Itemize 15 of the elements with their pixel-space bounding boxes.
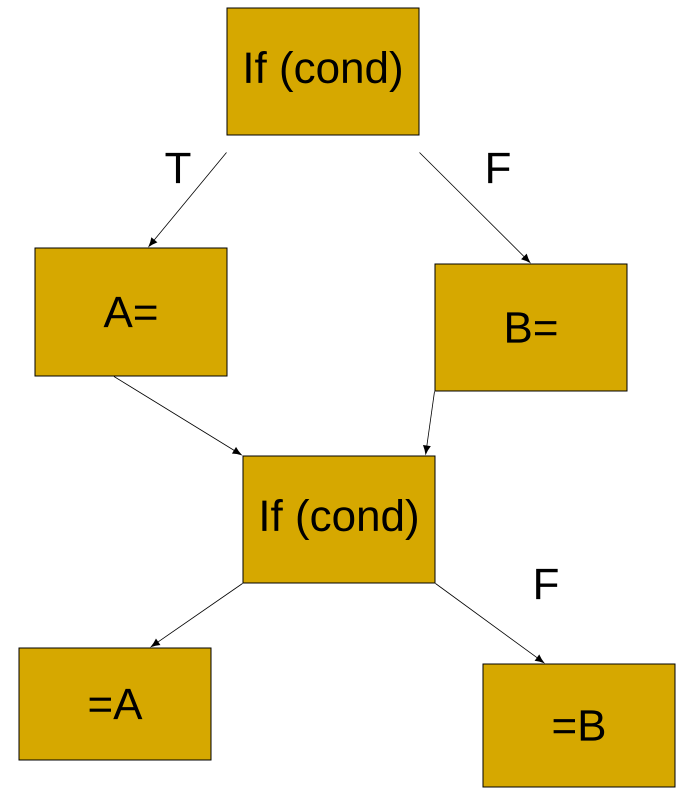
process-box: If (cond) [242, 456, 436, 584]
arrow [423, 391, 435, 454]
arrow [435, 583, 544, 663]
edge-label: T [164, 152, 192, 184]
edge-label: F [532, 568, 560, 600]
arrow [150, 583, 243, 648]
arrow [148, 152, 227, 247]
edge-label: F [484, 152, 512, 184]
process-box: A= [34, 248, 228, 376]
process-box: =B [482, 664, 676, 788]
arrow [114, 376, 242, 456]
arrow [419, 152, 530, 263]
process-box: If (cond) [226, 8, 420, 136]
process-box: =A [18, 648, 212, 760]
process-box: B= [434, 264, 628, 392]
